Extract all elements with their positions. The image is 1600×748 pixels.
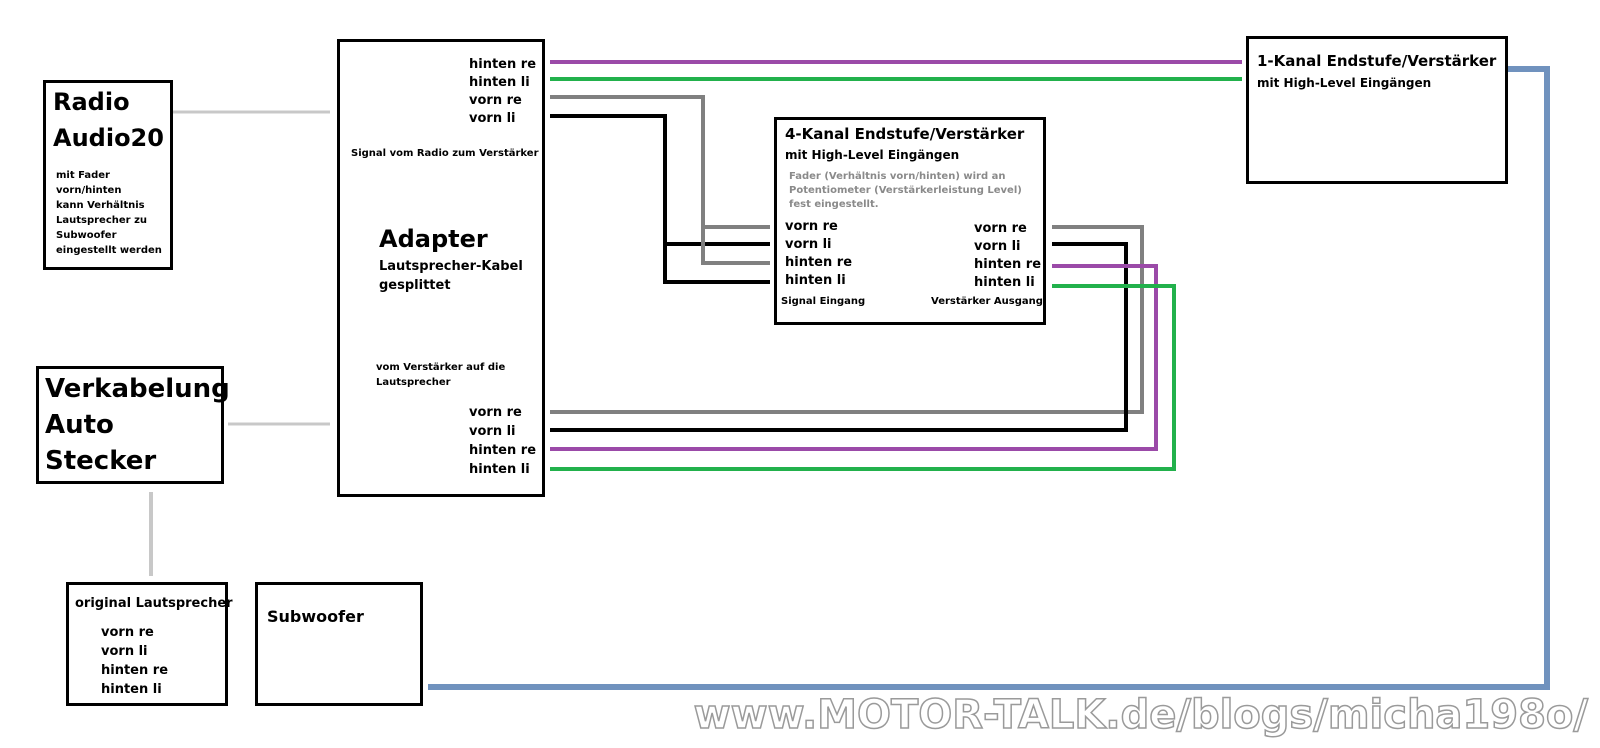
original-pin-hinten-li: hinten li bbox=[101, 682, 162, 697]
subwoofer-box: Subwoofer bbox=[255, 582, 423, 706]
wire-out-vorn-li bbox=[550, 242, 1128, 432]
amp4-output-vorn-li: vorn li bbox=[974, 239, 1021, 254]
amp4-output-hinten-re: hinten re bbox=[974, 257, 1042, 272]
adapter-pin-bottom-hinten-re: hinten re bbox=[469, 443, 537, 458]
radio-box: Radio Audio20 mit Fader vorn/hinten kann… bbox=[43, 80, 173, 270]
adapter-title: Adapter bbox=[379, 225, 488, 253]
adapter-output-label-2: Lautsprecher bbox=[376, 377, 451, 388]
amp4-input-hinten-re: hinten re bbox=[785, 255, 853, 270]
amp4-input-label: Signal Eingang bbox=[781, 296, 866, 307]
adapter-subtitle-2: gesplittet bbox=[379, 278, 451, 293]
verkabelung-line-2: Auto bbox=[45, 410, 114, 440]
radio-title: Radio bbox=[53, 88, 130, 116]
wire-out-hinten-re bbox=[550, 264, 1158, 451]
amp1-subtitle: mit High-Level Eingängen bbox=[1257, 76, 1432, 90]
wire-out-vorn-re bbox=[550, 225, 1144, 414]
adapter-pin-bottom-vorn-li: vorn li bbox=[469, 424, 516, 439]
wire-1kanal-to-subwoofer bbox=[428, 66, 1550, 690]
wire-out-hinten-li bbox=[550, 284, 1176, 471]
radio-note-1: mit Fader bbox=[56, 170, 110, 181]
original-title: original Lautsprecher bbox=[75, 596, 233, 611]
radio-note-6: eingestellt werden bbox=[56, 245, 162, 256]
amp4-note-2: Potentiometer (Verstärkerleistung Level) bbox=[789, 185, 1022, 196]
adapter-subtitle-1: Lautsprecher-Kabel bbox=[379, 259, 523, 274]
adapter-pin-bottom-hinten-li: hinten li bbox=[469, 462, 530, 477]
amp4-note-1: Fader (Verhältnis vorn/hinten) wird an bbox=[789, 171, 1006, 182]
radio-note-2: vorn/hinten bbox=[56, 185, 122, 196]
amp-4-kanal-box: 4-Kanal Endstufe/Verstärker mit High-Lev… bbox=[774, 117, 1046, 325]
radio-model: Audio20 bbox=[53, 124, 164, 152]
original-pin-hinten-re: hinten re bbox=[101, 663, 169, 678]
original-lautsprecher-box: original Lautsprecher vorn re vorn li hi… bbox=[66, 582, 233, 706]
wire-vorn-li-to-4kanal bbox=[550, 114, 770, 246]
verkabelung-line-1: Verkabelung bbox=[45, 374, 230, 404]
radio-note-4: Lautsprecher zu bbox=[56, 215, 148, 226]
amp4-output-vorn-re: vorn re bbox=[974, 221, 1027, 236]
watermark: www.MOTOR-TALK.de/blogs/micha198o/ bbox=[693, 691, 1589, 739]
radio-note-5: Subwoofer bbox=[56, 230, 117, 241]
amp4-input-vorn-li: vorn li bbox=[785, 237, 832, 252]
amp4-input-hinten-li: hinten li bbox=[785, 273, 846, 288]
radio-note-3: kann Verhältnis bbox=[56, 200, 145, 211]
adapter-pin-top-vorn-re: vorn re bbox=[469, 93, 522, 108]
adapter-pin-top-vorn-li: vorn li bbox=[469, 111, 516, 126]
amp4-output-label: Verstärker Ausgang bbox=[931, 296, 1043, 307]
original-pin-vorn-re: vorn re bbox=[101, 625, 154, 640]
adapter-pin-top-hinten-re: hinten re bbox=[469, 57, 537, 72]
original-pin-vorn-li: vorn li bbox=[101, 644, 148, 659]
amp4-subtitle: mit High-Level Eingängen bbox=[785, 148, 960, 162]
wire-vorn-li-bridge bbox=[663, 244, 770, 284]
adapter-signal-label: Signal vom Radio zum Verstärker bbox=[351, 148, 539, 159]
amp-1-kanal-box: 1-Kanal Endstufe/Verstärker mit High-Lev… bbox=[1246, 36, 1508, 184]
amp4-output-hinten-li: hinten li bbox=[974, 275, 1035, 290]
subwoofer-title: Subwoofer bbox=[267, 607, 364, 626]
verkabelung-box: Verkabelung Auto Stecker bbox=[36, 366, 230, 484]
amp4-note-3: fest eingestellt. bbox=[789, 199, 879, 210]
wire-vorn-re-to-4kanal bbox=[550, 95, 770, 229]
adapter-pin-top-hinten-li: hinten li bbox=[469, 75, 530, 90]
adapter-box: hinten re hinten li vorn re vorn li Sign… bbox=[337, 39, 545, 497]
amp4-title: 4-Kanal Endstufe/Verstärker bbox=[785, 125, 1025, 143]
verkabelung-line-3: Stecker bbox=[45, 446, 157, 476]
adapter-output-label-1: vom Verstärker auf die bbox=[376, 362, 506, 373]
adapter-pin-bottom-vorn-re: vorn re bbox=[469, 405, 522, 420]
amp4-input-vorn-re: vorn re bbox=[785, 219, 838, 234]
wire-vorn-re-bridge bbox=[701, 227, 770, 265]
amp1-title: 1-Kanal Endstufe/Verstärker bbox=[1257, 52, 1497, 70]
